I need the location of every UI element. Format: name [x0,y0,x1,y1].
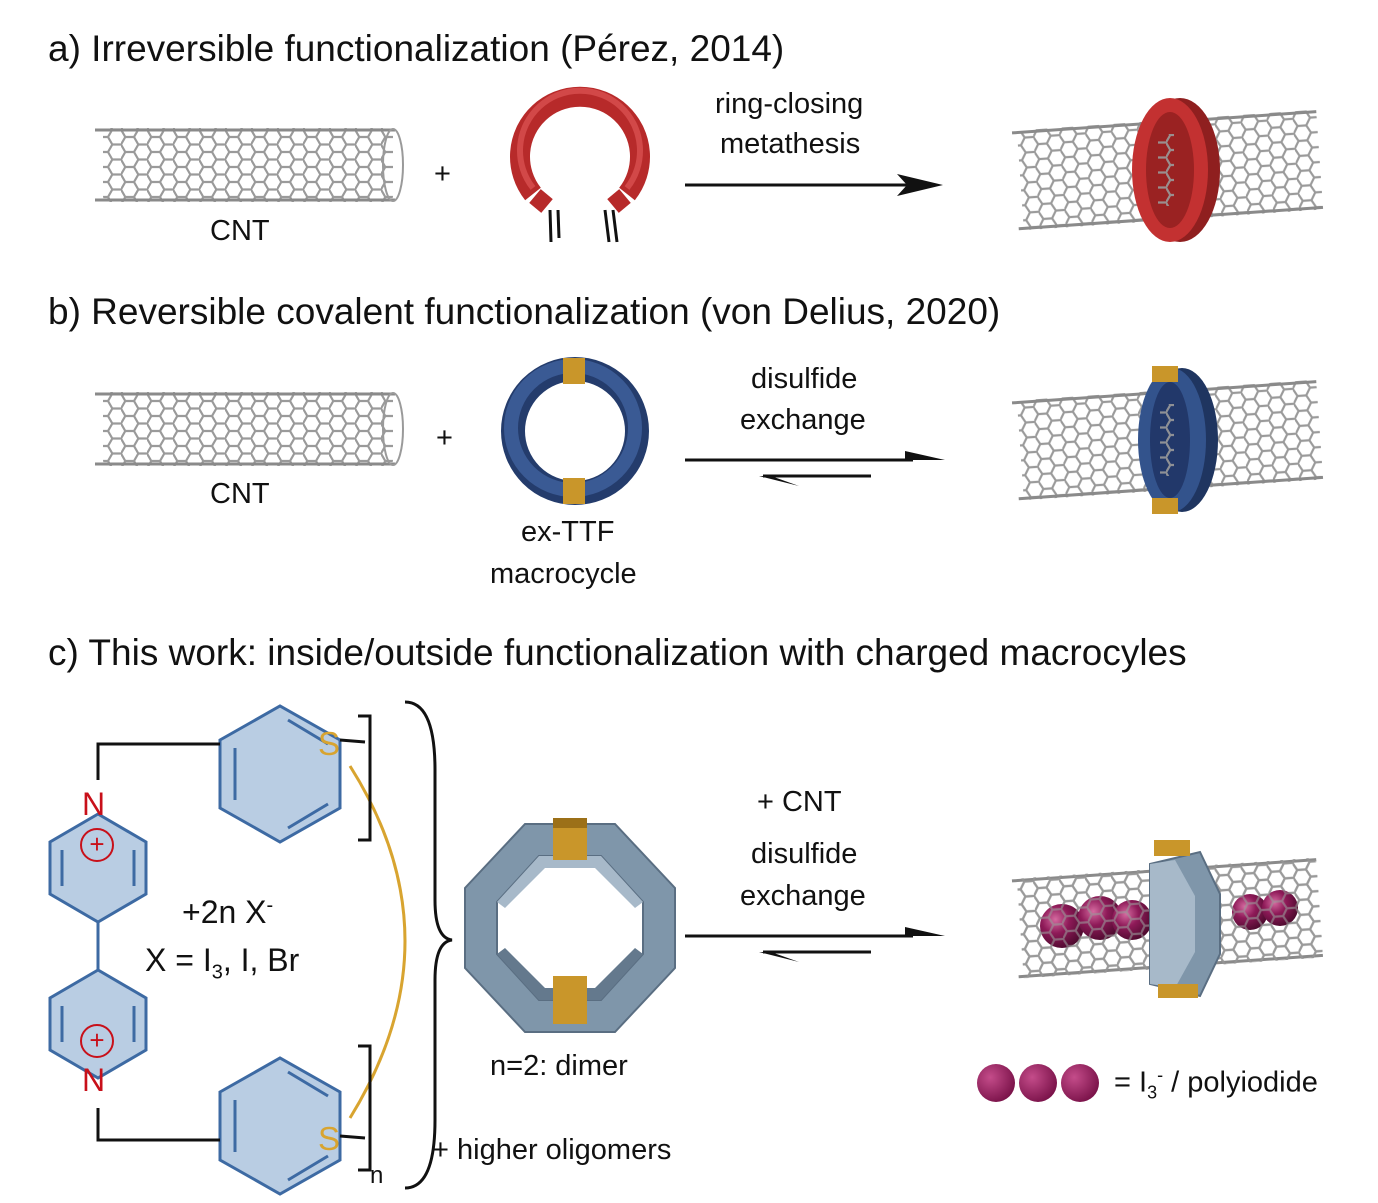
arrow-b-line2: exchange [740,404,866,436]
positive-charge-bottom: + [80,1024,114,1058]
cnt-label-b: CNT [210,478,270,510]
panel-c-title: c) This work: inside/outside functionali… [48,632,1187,673]
cnt-tube-b [95,392,404,466]
open-ring-icon [510,86,650,243]
nitrogen-bottom: N [82,1062,106,1098]
arrow-b-line1: disulfide [751,363,858,395]
x-definition: X = I3, I, Br [145,942,299,984]
counterion-text: +2n X [182,894,267,930]
x-def-post: , I, Br [222,942,300,978]
x-def-sub: 3 [211,961,223,984]
counterion-charge: - [266,894,274,917]
cnt-red-ring-product [1011,98,1324,242]
iodide-legend-label: = I3- / polyiodide [1114,1065,1318,1103]
forward-arrow-a [685,174,943,196]
cnt-blue-ring-product [1011,366,1324,514]
plus-sign-b: + [436,422,453,454]
positive-charge-top: + [80,828,114,862]
legend-eq: = I [1114,1066,1148,1099]
cnt-gray-ring-iodide-product [1011,840,1324,998]
arrow-c-line1: disulfide [751,838,858,870]
nitrogen-top: N [82,786,106,822]
legend-sub: 3 [1147,1082,1158,1103]
panel-b-title: b) Reversible covalent functionalization… [48,291,1001,332]
equilibrium-arrow-c [685,927,945,962]
blue-macrocycle-icon [501,357,649,505]
cnt-tube-a [95,128,404,202]
iodide-spheres-icon [977,1064,1099,1102]
sulfur-bottom: S [318,1120,341,1157]
charge-symbol-bottom: + [89,1025,105,1055]
dimer-label: n=2: dimer [490,1050,628,1082]
gray-macrocycle-icon [464,818,676,1033]
macro-label-line1: ex-TTF [521,516,615,548]
equilibrium-arrow-b [685,451,945,486]
arrow-a-line2: metathesis [720,128,861,160]
subscript-n: n [370,1162,384,1189]
macro-label-line2: macrocycle [490,558,637,590]
arrow-a-line1: ring-closing [715,88,864,120]
x-def-pre: X = I [145,942,212,978]
legend-sup: - [1157,1065,1164,1085]
cnt-label-a: CNT [210,215,270,247]
counterion-label: +2n X- [182,894,273,931]
arrow-c-line2: exchange [740,880,866,912]
panel-a-title: a) Irreversible functionalization (Pérez… [48,28,785,69]
legend-rest: / polyiodide [1163,1066,1318,1099]
plus-sign-a: + [434,158,451,190]
arrow-c-line0: + CNT [757,786,842,818]
viologen-structure [48,700,453,1196]
oligomers-label: + higher oligomers [432,1134,672,1166]
sulfur-top: S [318,725,341,762]
charge-symbol-top: + [89,829,105,859]
